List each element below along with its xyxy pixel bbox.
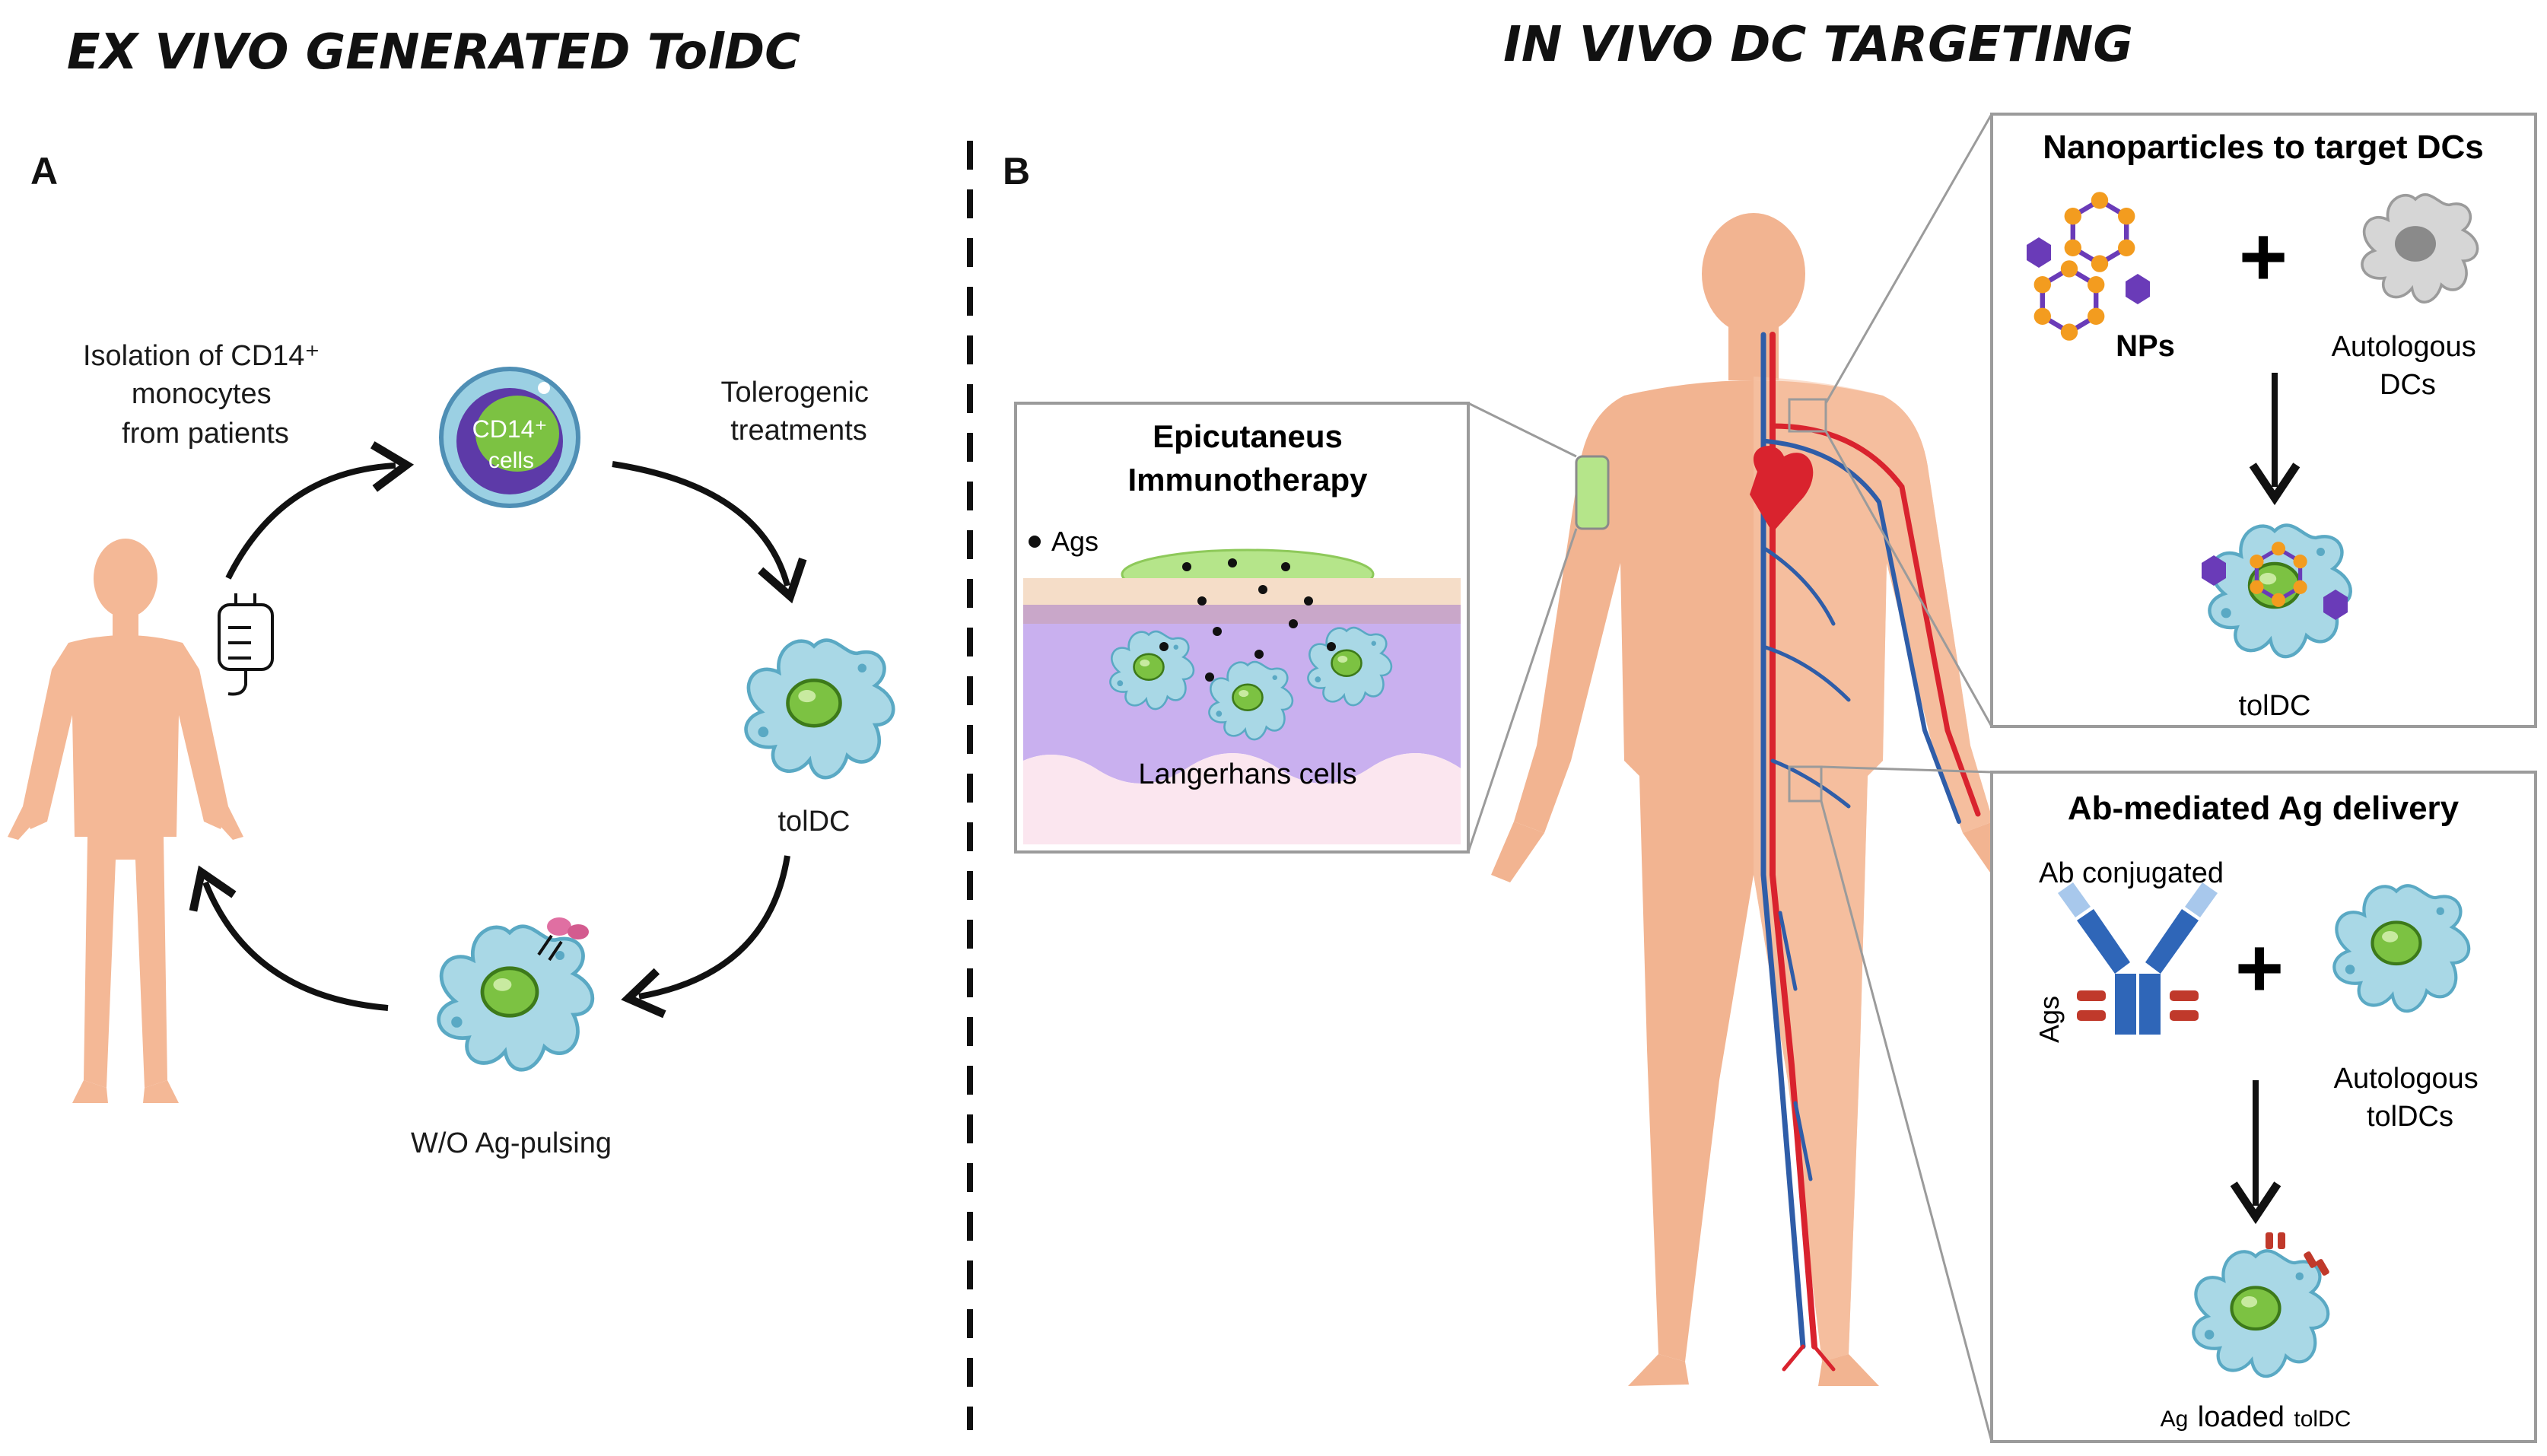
np-solid-4 <box>2323 590 2348 620</box>
arrow-to-cd14 <box>225 441 415 580</box>
arrow-to-patient <box>189 865 389 1011</box>
pulsing-cell <box>439 927 593 1070</box>
epicutaneous-title-2: Immunotherapy <box>1127 462 1368 498</box>
toldc-label: tolDC <box>777 806 850 838</box>
ab-autologous-line-1: Autologous <box>2334 1063 2479 1095</box>
ag-dots <box>1159 558 1336 682</box>
np-plus: + <box>2239 210 2288 304</box>
arrow-to-pulsing <box>621 855 790 1019</box>
langerhans-label: Langerhans cells <box>1138 758 1356 790</box>
zoom-marker-lower <box>1788 765 1823 803</box>
nanoparticles-panel: Nanoparticles to target DCs NPs + Autolo… <box>1824 113 2537 728</box>
patient-silhouette <box>8 539 243 1103</box>
nps-label: NPs <box>2116 329 2175 363</box>
ab-autologous-line-2: tolDCs <box>2367 1101 2453 1133</box>
loaded-antigen-marks <box>2266 1232 2329 1276</box>
panel-a-letter: A <box>30 150 58 192</box>
ab-autologous-label: Autologous tolDCs <box>2334 1063 2487 1133</box>
ab-result-ag: Ag <box>2161 1407 2189 1432</box>
np-autologous-line-1: Autologous <box>2332 331 2476 363</box>
toldc-cell <box>746 641 894 778</box>
pulsing-label: W/O Ag-pulsing <box>411 1127 612 1159</box>
np-solid-1 <box>2027 237 2051 268</box>
np-autologous-line-2: DCs <box>2380 369 2436 401</box>
antibody-title: Ab-mediated Ag delivery <box>2068 790 2460 827</box>
ab-result-toldc: tolDC <box>2294 1407 2351 1432</box>
epicutaneous-ags-label: Ags <box>1051 526 1099 557</box>
antibody-panel: Ab-mediated Ag delivery Ab conjugated Ag… <box>1820 765 2537 1443</box>
epicutaneous-panel: Epicutaneus Immunotherapy Ags Langerhans… <box>1014 402 1578 854</box>
isolation-line-2: monocytes <box>132 378 272 410</box>
ab-ags-label: Ags <box>2033 996 2065 1043</box>
treatments-line-2: treatments <box>730 415 867 447</box>
ab-plus: + <box>2235 921 2284 1015</box>
ags-dot-legend <box>1029 536 1041 548</box>
heading-in-vivo: IN VIVO DC TARGETING <box>1503 17 2133 73</box>
treatments-line-1: Tolerogenic <box>721 377 869 409</box>
body-silhouette <box>1491 213 2016 1386</box>
np-autologous-label: Autologous DCs <box>2332 331 2485 401</box>
patch-marker <box>1575 455 1610 530</box>
isolation-label: Isolation of CD14⁺ monocytes from patien… <box>83 340 328 450</box>
heading-ex-vivo: EX VIVO GENERATED TolDC <box>67 24 800 81</box>
panel-b-letter: B <box>1003 150 1030 192</box>
np-result-label: tolDC <box>2238 690 2310 722</box>
cd14-badge-line-2: cells <box>488 448 534 473</box>
epicutaneous-title-1: Epicutaneus <box>1153 418 1343 454</box>
treatments-label: Tolerogenic treatments <box>721 377 877 447</box>
antibody-icon <box>2058 882 2218 1035</box>
cd14-badge-line-1: CD14⁺ <box>472 415 548 443</box>
arrow-to-treatment <box>612 461 807 604</box>
isolation-line-1: Isolation of CD14⁺ <box>83 340 320 372</box>
ab-conjugated-label: Ab conjugated <box>2039 857 2224 889</box>
np-solid-2 <box>2126 274 2150 304</box>
heart-icon <box>1750 446 1814 532</box>
np-solid-3 <box>2202 555 2226 586</box>
autologous-dc-grey <box>2361 193 2479 304</box>
antigen-molecule-icon <box>537 917 589 962</box>
isolation-line-3: from patients <box>122 418 289 450</box>
cd14-cells-badge: CD14⁺ cells <box>439 367 580 508</box>
ab-result-loaded: loaded <box>2198 1401 2285 1433</box>
zoom-marker-upper <box>1788 398 1827 433</box>
ab-result-label: Ag loaded tolDC <box>2161 1401 2351 1433</box>
iv-bag-icon <box>218 593 274 696</box>
nanoparticles-title: Nanoparticles to target DCs <box>2043 129 2483 166</box>
